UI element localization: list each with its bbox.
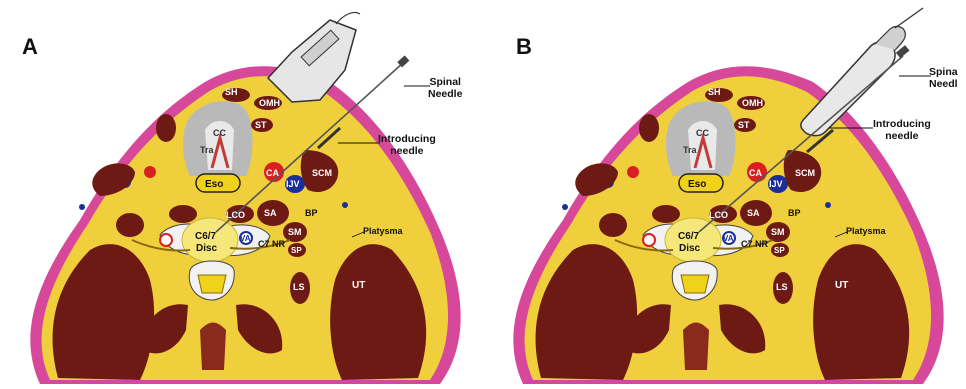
label-sh: SH xyxy=(225,87,238,97)
vertebral-artery-left xyxy=(160,234,172,246)
scalene-left xyxy=(116,213,144,237)
label-lco: LCO xyxy=(709,210,728,220)
linear-ultrasound-probe xyxy=(268,12,360,102)
strap-muscle-left xyxy=(639,114,659,142)
spinal-cord xyxy=(198,275,226,293)
posterior-midline-muscles xyxy=(683,323,709,371)
label-ca: CA xyxy=(266,168,279,178)
longus-colli-left xyxy=(169,205,197,223)
panel-letter: A xyxy=(22,34,38,60)
label-platysma: Platysma xyxy=(363,226,404,236)
artery-left xyxy=(627,166,639,178)
artery-left xyxy=(144,166,156,178)
label-omh: OMH xyxy=(259,98,280,108)
callout-spinal-line2: Needle xyxy=(428,88,462,100)
panel-letter: B xyxy=(516,34,532,60)
label-st: ST xyxy=(738,120,750,130)
callout-spinal-needle: Spina Needl xyxy=(929,66,958,90)
small-vein-right xyxy=(825,202,831,208)
small-vein-right xyxy=(342,202,348,208)
levator-scapulae-left xyxy=(595,272,615,304)
callout-introducing-line2: needle xyxy=(873,130,931,142)
posterior-midline-muscles xyxy=(200,323,226,371)
label-disc-line1: C6/7 xyxy=(678,231,700,242)
callout-spinal-line2: Needl xyxy=(929,78,958,90)
callout-introducing-needle: Introducing needle xyxy=(378,133,436,157)
label-ca: CA xyxy=(749,168,762,178)
label-ut: UT xyxy=(835,280,848,291)
vertebral-artery-left xyxy=(643,234,655,246)
callout-spinal-needle: Spinal Needle xyxy=(428,76,462,100)
label-disc-line2: Disc xyxy=(196,243,218,254)
label-c7nr: C7 NR xyxy=(258,239,286,249)
callout-introducing-needle: Introducing needle xyxy=(873,118,931,142)
small-vein-left xyxy=(79,204,85,210)
label-disc-line2: Disc xyxy=(679,243,701,254)
callout-introducing-line2: needle xyxy=(378,145,436,157)
label-ls: LS xyxy=(776,282,788,292)
cross-section-illustration-b: SH OMH ST CC Tra Eso CA IJV SCM LCO SA B… xyxy=(483,0,966,389)
label-platysma: Platysma xyxy=(846,226,887,236)
label-ut: UT xyxy=(352,280,365,291)
small-vein-left xyxy=(562,204,568,210)
label-tra: Tra xyxy=(200,145,215,155)
label-ijv: IJV xyxy=(286,179,300,189)
panel-a: SH OMH ST CC Tra Eso CA IJV SCM LCO SA B… xyxy=(0,0,483,389)
label-bp: BP xyxy=(788,208,801,218)
label-st: ST xyxy=(255,120,267,130)
label-cc: CC xyxy=(696,128,709,138)
label-lco: LCO xyxy=(226,210,245,220)
longus-colli-left xyxy=(652,205,680,223)
callout-introducing-line1: Introducing xyxy=(378,133,436,145)
label-sh: SH xyxy=(708,87,721,97)
callout-spinal-line1: Spina xyxy=(929,66,958,78)
label-sa: SA xyxy=(264,208,277,218)
callout-introducing-line1: Introducing xyxy=(873,118,931,130)
label-va: VA xyxy=(240,234,251,243)
label-ijv: IJV xyxy=(769,179,783,189)
label-sa: SA xyxy=(747,208,760,218)
callout-spinal-line1: Spinal xyxy=(428,76,462,88)
label-cc: CC xyxy=(213,128,226,138)
label-sp: SP xyxy=(291,246,302,255)
label-disc-line1: C6/7 xyxy=(195,231,217,242)
label-sp: SP xyxy=(774,246,785,255)
microconvex-ultrasound-probe xyxy=(801,8,923,136)
label-scm: SCM xyxy=(795,168,815,178)
label-c7nr: C7 NR xyxy=(741,239,769,249)
label-va: VA xyxy=(723,234,734,243)
label-eso: Eso xyxy=(688,179,706,190)
spinal-cord xyxy=(681,275,709,293)
panel-b: SH OMH ST CC Tra Eso CA IJV SCM LCO SA B… xyxy=(483,0,966,389)
label-ls: LS xyxy=(293,282,305,292)
label-eso: Eso xyxy=(205,179,223,190)
label-omh: OMH xyxy=(742,98,763,108)
label-scm: SCM xyxy=(312,168,332,178)
scalene-left xyxy=(599,213,627,237)
strap-muscle-left xyxy=(156,114,176,142)
levator-scapulae-left xyxy=(112,272,132,304)
label-sm: SM xyxy=(771,227,785,237)
label-tra: Tra xyxy=(683,145,698,155)
cross-section-illustration-a: SH OMH ST CC Tra Eso CA IJV SCM LCO SA B… xyxy=(0,0,483,389)
label-bp: BP xyxy=(305,208,318,218)
label-sm: SM xyxy=(288,227,302,237)
